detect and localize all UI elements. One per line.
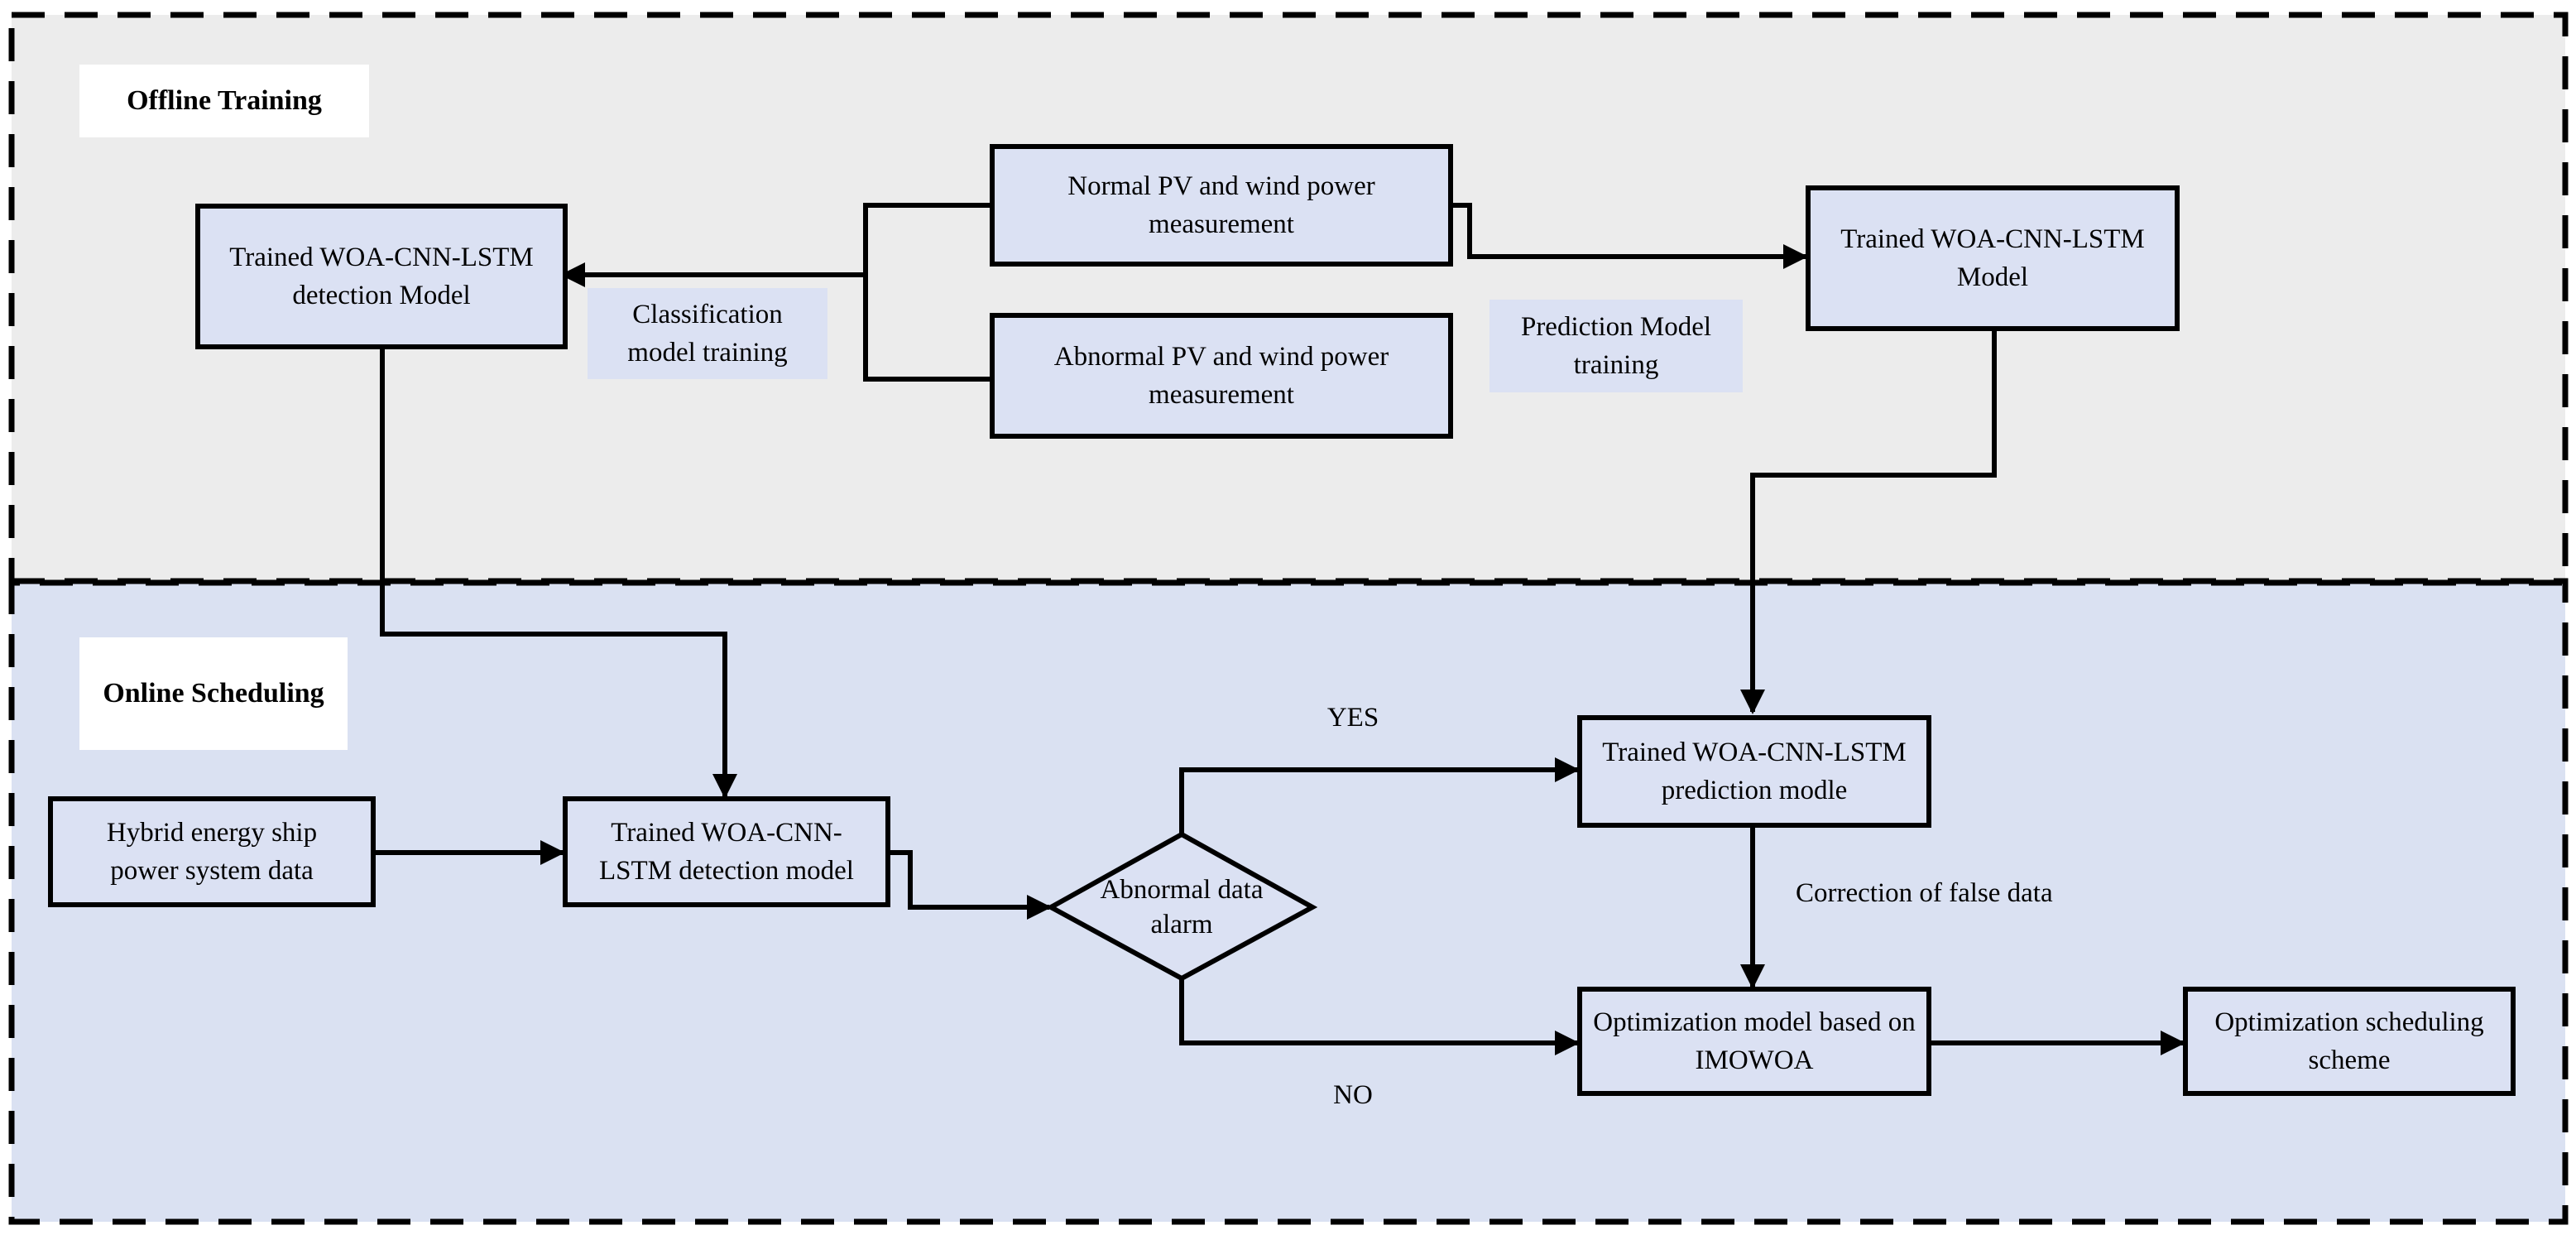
ship-data-box: Hybrid energy ship power system data <box>48 796 376 907</box>
arrow-trained-to-online-prediction <box>1740 331 1997 714</box>
online-scheduling-title: Online Scheduling <box>79 637 348 750</box>
abnormal-alarm-diamond <box>1045 831 1318 982</box>
arrow-detection-to-alarm <box>890 850 1052 920</box>
correction-label: Correction of false data <box>1796 878 2053 908</box>
offline-detection-model-box: Trained WOA-CNN-LSTM detection Model <box>195 204 568 349</box>
no-label: NO <box>1333 1080 1373 1110</box>
yes-label: YES <box>1326 703 1379 733</box>
offline-training-title: Offline Training <box>79 65 369 137</box>
online-detection-model-box: Trained WOA-CNN-LSTM detection model <box>563 796 890 907</box>
arrow-normal-to-merge <box>863 203 990 275</box>
classification-training-label: Classification model training <box>588 288 827 379</box>
optimization-scheme-box: Optimization scheduling scheme <box>2183 987 2516 1096</box>
normal-measurement-box: Normal PV and wind power measurement <box>990 144 1453 267</box>
abnormal-alarm-label: Abnormal data alarm <box>1100 875 1264 939</box>
arrow-abnormal-to-merge <box>863 275 990 382</box>
optimization-model-box: Optimization model based on IMOWOA <box>1577 987 1931 1096</box>
arrow-normal-to-trained-model <box>1453 203 1808 269</box>
online-dashed-border <box>8 578 2569 1225</box>
arrow-alarm-no <box>1179 978 1580 1055</box>
arrow-alarm-yes <box>1179 757 1580 834</box>
offline-trained-model-box: Trained WOA-CNN-LSTM Model <box>1806 185 2180 331</box>
online-prediction-model-box: Trained WOA-CNN-LSTM prediction modle <box>1577 715 1931 828</box>
prediction-training-label: Prediction Model training <box>1489 300 1743 392</box>
arrow-offline-to-online-detection <box>380 349 737 799</box>
abnormal-measurement-box: Abnormal PV and wind power measurement <box>990 313 1453 439</box>
